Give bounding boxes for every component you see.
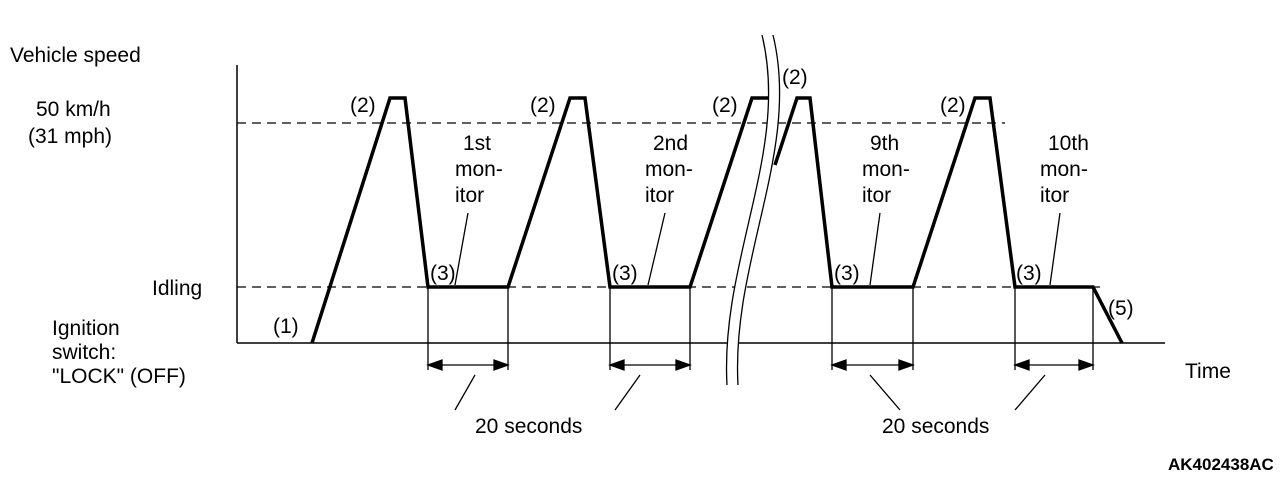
step-3-label: (3) [834,262,860,285]
arrowhead-left-icon [426,359,443,371]
idling-label: Idling [152,277,202,300]
duration-label-right: 20 seconds [882,415,989,438]
monitor-label: mon- [645,158,693,181]
arrowhead-left-icon [608,359,625,371]
monitor-label: 9th [870,132,899,155]
speed-label-mph: (31 mph) [28,125,112,148]
monitor-label: 2nd [653,132,688,155]
arrowhead-left-icon [1013,359,1030,371]
duration-leader-line [1014,374,1046,411]
step-2-label: (2) [782,66,808,89]
duration-leader-line [869,374,901,411]
arrowhead-right-icon [1078,359,1095,371]
arrowhead-right-icon [898,359,915,371]
ignition-label-1: Ignition [52,317,120,340]
monitor-label: itor [645,184,674,207]
duration-label-left: 20 seconds [475,415,582,438]
monitor-label: mon- [1040,158,1088,181]
y-axis-label: Vehicle speed [10,44,141,67]
step-3-label: (3) [1016,262,1042,285]
speed-trace-part2 [773,96,1124,344]
axis-break [726,35,780,385]
monitor-label: itor [455,184,484,207]
monitor-label: 10th [1048,132,1089,155]
speed-trace-part1 [310,96,768,344]
step-3-label: (3) [430,262,456,285]
arrowhead-left-icon [830,359,847,371]
monitor-leader-line [869,212,881,286]
step-2-label: (2) [530,94,556,117]
duration-leader-line [614,374,641,411]
speed-label-kmh: 50 km/h [36,98,111,121]
ignition-label-3: "LOCK" (OFF) [52,365,186,388]
duration-leader-line [454,374,476,411]
step-2-label: (2) [940,94,966,117]
break-line-right [736,34,781,386]
figure-code: AK402438AC [1168,455,1274,474]
monitor-label: itor [1040,184,1069,207]
step-2-label: (2) [350,94,376,117]
monitor-label: 1st [463,132,491,155]
monitor-label: mon- [455,158,503,181]
break-line-left [725,34,770,386]
ignition-label-2: switch: [52,341,116,364]
step-2-label: (2) [712,94,738,117]
monitor-label: itor [862,184,891,207]
arrowhead-right-icon [675,359,692,371]
monitor-leader-line [647,212,666,286]
monitor-leader-line [454,212,469,286]
step-1-label: (1) [273,315,299,338]
arrowhead-right-icon [493,359,510,371]
x-axis-label: Time [1185,360,1231,383]
monitor-leader-line [1049,212,1061,286]
step-5-label: (5) [1108,297,1134,320]
step-3-label: (3) [612,262,638,285]
monitor-label: mon- [862,158,910,181]
